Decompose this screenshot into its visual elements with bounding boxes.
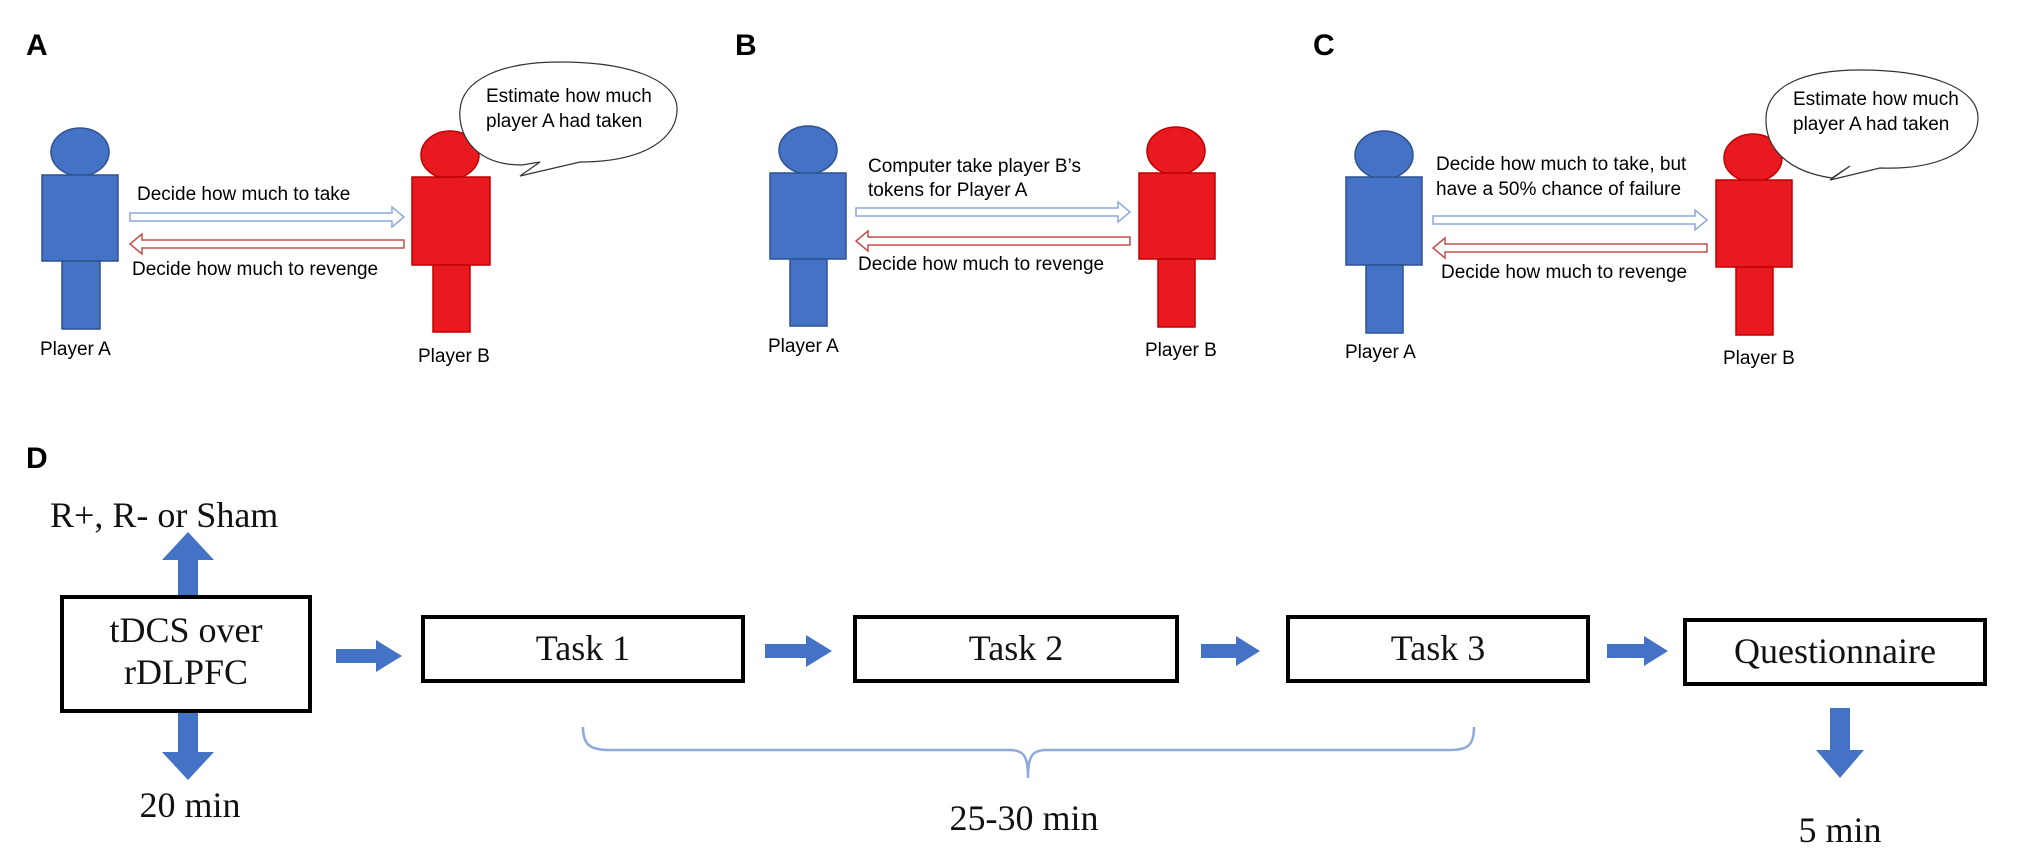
panel-c: C Player A Player B Estimate how much pl… [1313,29,1979,369]
forward-label-line-1: Computer take player B’s [868,156,1081,177]
back-arrow [1431,236,1708,260]
task-2-label: Task 2 [969,628,1063,668]
back-label: Decide how much to revenge [132,259,378,280]
panel-c-letter: C [1313,29,1335,62]
bubble-line-1: Estimate how much [1793,89,1959,110]
forward-arrow [129,205,406,229]
player-a-label: Player A [1345,342,1416,363]
panel-d: D R+, R- or Sham tDCS over rDLPFC 20 min… [26,442,1987,850]
questionnaire-down-arrow [1816,708,1864,778]
player-a-label: Player A [768,336,839,357]
task-1-box: Task 1 [421,615,745,683]
task-1-label: Task 1 [536,628,630,668]
back-label: Decide how much to revenge [858,254,1104,275]
bubble-line-1: Estimate how much [486,86,652,107]
tasks-duration: 25-30 min [950,798,1099,838]
back-label: Decide how much to revenge [1441,262,1687,283]
speech-bubble: Estimate how much player A had taken [459,61,678,177]
back-arrow [128,232,405,256]
forward-label-line-1: Decide how much to take, but [1436,154,1687,175]
panel-d-letter: D [26,442,48,475]
questionnaire-box: Questionnaire [1683,618,1987,686]
speech-bubble: Estimate how much player A had taken [1765,69,1979,181]
up-arrow [162,532,214,595]
player-b-label: Player B [418,346,490,367]
tdcs-box: tDCS over rDLPFC [60,595,312,713]
player-b-label: Player B [1145,340,1217,361]
forward-arrow [855,200,1132,224]
forward-label: Decide how much to take [137,184,350,205]
player-b-figure [411,130,491,333]
task-2-box: Task 2 [853,615,1179,683]
player-a-label: Player A [40,339,111,360]
tdcs-line-1: tDCS over [110,610,263,650]
player-a-figure [41,127,119,330]
player-a-figure [1345,130,1423,334]
panel-b: B Player A Player B Computer take player… [735,29,1217,361]
bubble-line-2: player A had taken [1793,114,1949,135]
task-3-label: Task 3 [1391,628,1485,668]
tasks-brace [581,726,1476,779]
player-b-figure [1715,133,1793,336]
task-3-box: Task 3 [1286,615,1590,683]
panel-a-letter: A [26,29,48,62]
flow-arrow-1 [336,640,402,672]
bubble-line-2: player A had taken [486,111,642,132]
panel-b-letter: B [735,29,757,62]
flow-arrow-3 [1201,636,1260,666]
stim-condition-label: R+, R- or Sham [50,495,278,535]
player-a-figure [769,125,847,327]
down-arrow [162,713,214,780]
flow-arrow-4 [1607,636,1668,666]
questionnaire-label: Questionnaire [1734,631,1936,671]
player-b-figure [1138,126,1216,328]
tdcs-duration: 20 min [139,785,240,825]
questionnaire-duration: 5 min [1798,810,1881,850]
forward-arrow [1432,208,1709,232]
back-arrow [854,229,1131,253]
flow-arrow-2 [765,635,832,667]
forward-label-line-2: have a 50% chance of failure [1436,179,1681,200]
forward-label-line-2: tokens for Player A [868,180,1028,201]
player-b-label: Player B [1723,348,1795,369]
panel-a: A Player A Player B Estimate how much pl… [26,29,678,367]
tdcs-line-2: rDLPFC [124,652,248,692]
